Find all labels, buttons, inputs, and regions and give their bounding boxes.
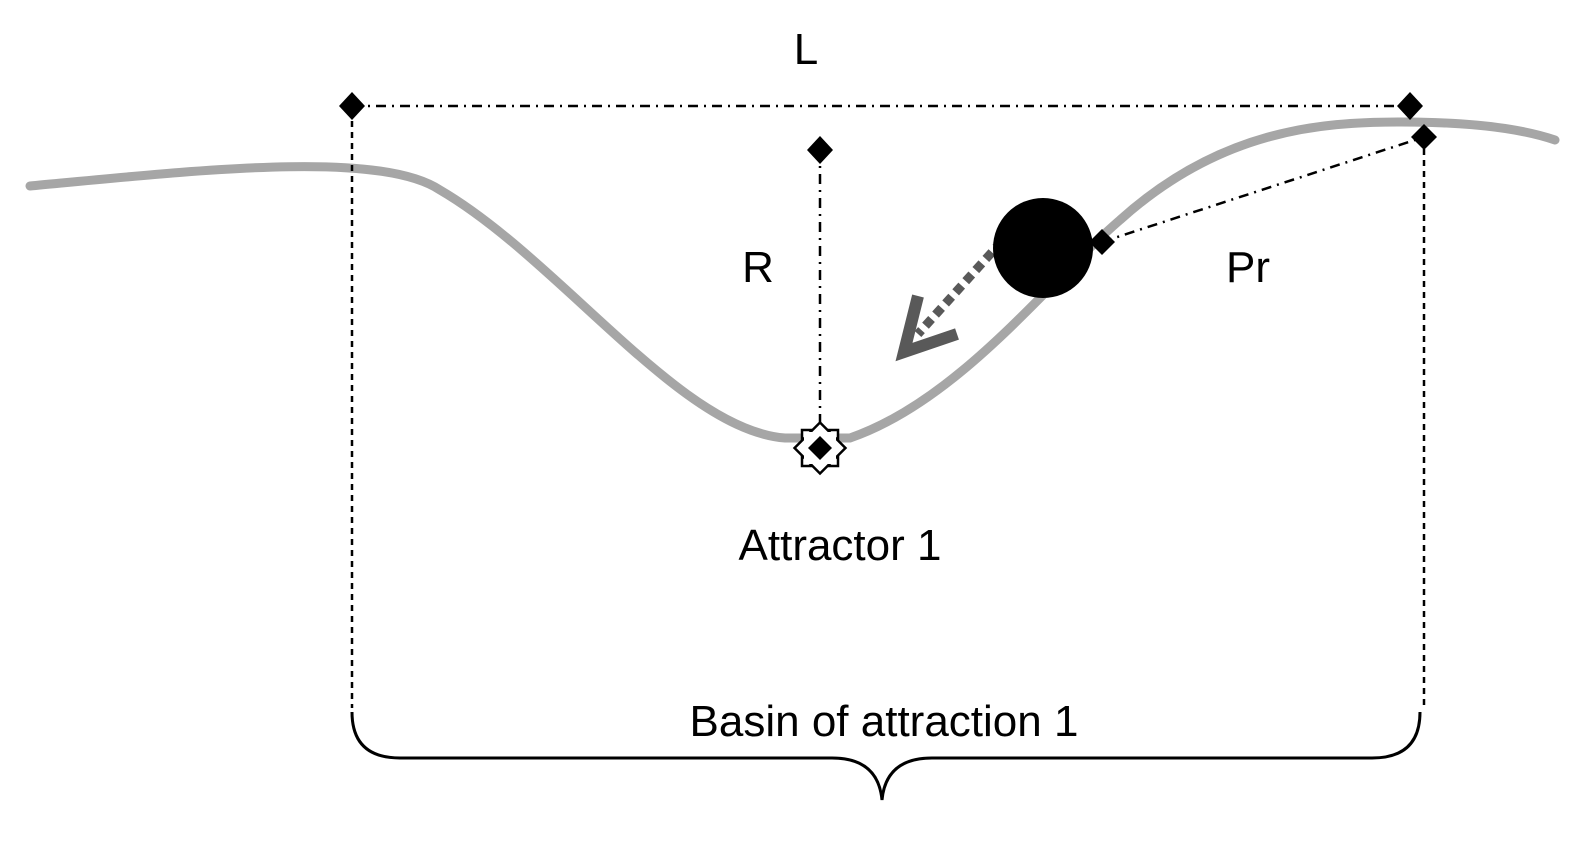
diamond-marker-icon	[339, 92, 365, 120]
diamond-marker-icon	[807, 136, 833, 164]
eight-point-star-icon	[792, 420, 848, 476]
radius-label: R	[742, 243, 774, 292]
diamond-marker-icon	[1397, 92, 1423, 120]
diamond-marker-icon	[1411, 124, 1437, 150]
probability-label: Pr	[1226, 243, 1270, 292]
length-label: L	[794, 25, 818, 74]
dotted-arrow-icon	[895, 294, 959, 362]
landscape-curve	[25, 117, 1560, 443]
probability-line	[1101, 135, 1425, 244]
ball	[993, 198, 1093, 298]
diamond-marker-icon	[1089, 229, 1115, 255]
attractor-label: Attractor 1	[739, 521, 942, 570]
basin-brace	[350, 711, 1422, 801]
basin-label: Basin of attraction 1	[690, 697, 1079, 746]
